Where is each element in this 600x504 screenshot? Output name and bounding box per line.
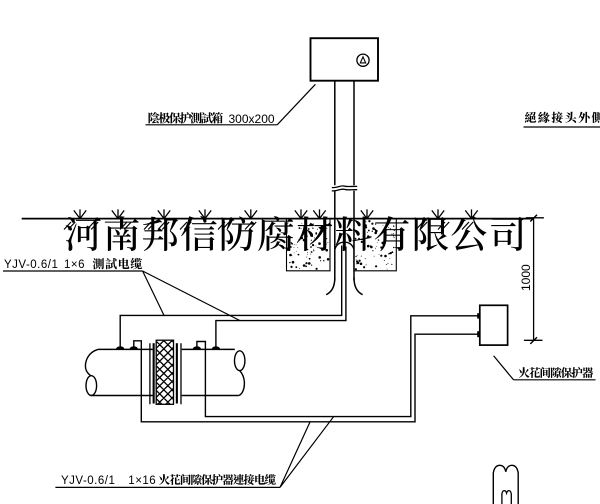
svg-text:1×16: 1×16	[128, 475, 156, 487]
svg-text:YJV-0.6/1: YJV-0.6/1	[4, 259, 58, 271]
svg-text:1×6: 1×6	[64, 259, 85, 271]
svg-text:YJV-0.6/1: YJV-0.6/1	[61, 475, 115, 487]
svg-text:1000: 1000	[519, 264, 533, 291]
svg-text:300x200: 300x200	[229, 112, 275, 126]
